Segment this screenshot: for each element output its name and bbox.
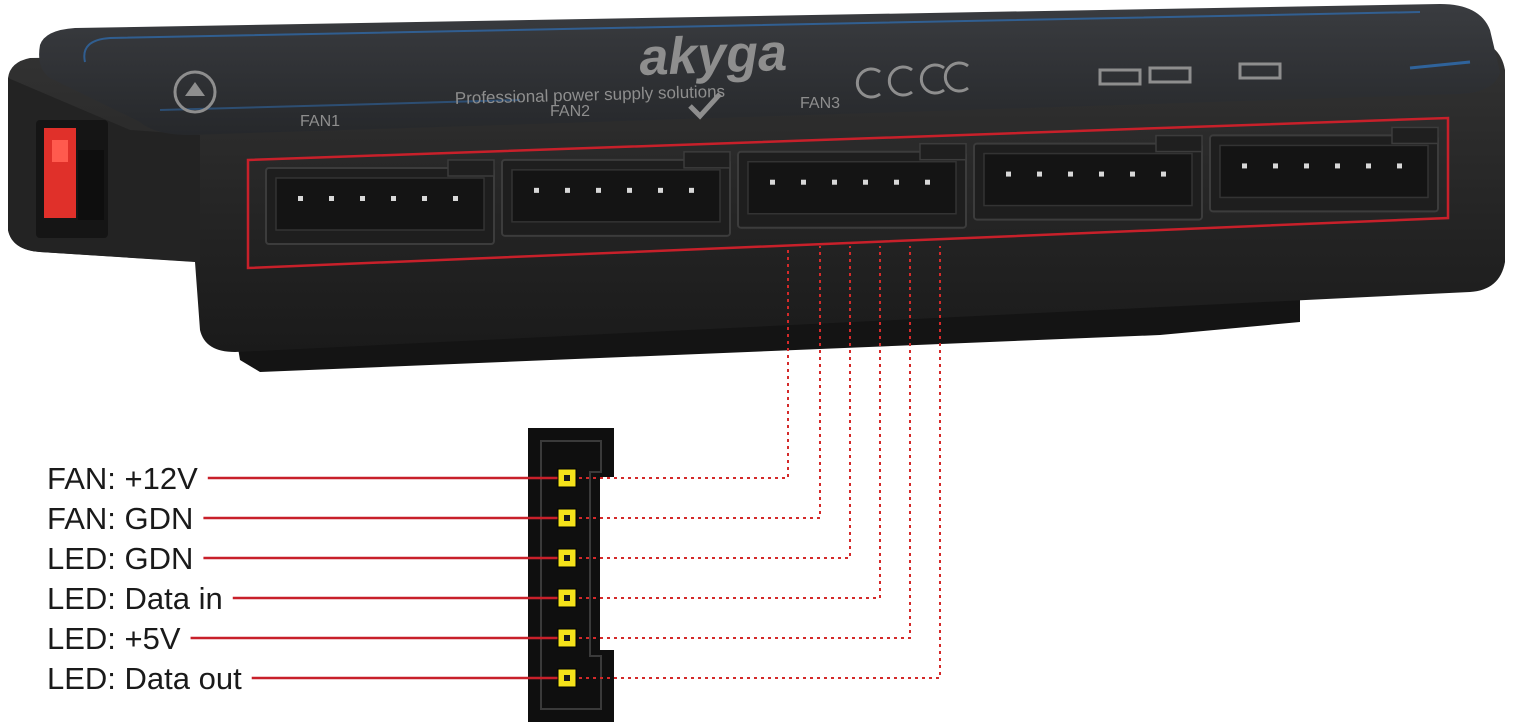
- pinout-connector-face: [528, 428, 614, 722]
- connector-pin: [360, 196, 365, 201]
- pin-label: LED: Data in: [47, 581, 223, 616]
- pin-row: LED: GDN: [47, 246, 851, 576]
- connector-pin: [1335, 163, 1340, 169]
- connector-pin: [1304, 163, 1309, 169]
- connector-pin: [801, 179, 806, 185]
- connector-pin: [925, 179, 930, 185]
- fan-connectors: [265, 126, 1439, 245]
- connector-pin: [1161, 171, 1166, 177]
- pin-label: FAN: GDN: [47, 501, 193, 536]
- connector-pin: [1037, 171, 1042, 177]
- power-input-connector: [36, 120, 108, 238]
- connector-pin: [832, 179, 837, 185]
- connector-pin: [329, 196, 334, 201]
- connector-pin: [770, 179, 775, 185]
- fan-connector: [737, 142, 967, 229]
- pinout-rows: FAN: +12V FAN: GDN LED: GDN LED: Data in LED…: [47, 246, 941, 696]
- connector-pin: [1130, 171, 1135, 177]
- fan-connector: [1209, 126, 1439, 213]
- port-label-3: FAN3: [800, 95, 840, 112]
- connector-pin: [565, 187, 570, 193]
- connector-pin: [658, 187, 663, 193]
- fan-connector: [973, 134, 1203, 221]
- top-panel-accent: [159, 99, 521, 111]
- fan-hub-device: akyga Professional power supply solution…: [8, 4, 1505, 372]
- pin-label: LED: +5V: [47, 621, 181, 656]
- connector-pin: [1366, 163, 1371, 169]
- pin-label: FAN: +12V: [47, 461, 198, 496]
- dotted-connection: [579, 246, 941, 679]
- connector-pin: [1242, 163, 1247, 169]
- connector-pin: [894, 179, 899, 185]
- fan-connector: [501, 151, 731, 237]
- port-label-2: FAN2: [550, 103, 590, 120]
- recycle-icon: [173, 70, 217, 114]
- brand-logo: akyga: [638, 24, 787, 87]
- pinout-connector-inner: [540, 440, 602, 710]
- connector-pin: [534, 187, 539, 193]
- pin-label: LED: Data out: [47, 661, 242, 696]
- highlight-box: [246, 116, 1450, 270]
- dotted-connection: [579, 246, 851, 559]
- connector-pin: [1273, 163, 1278, 169]
- connector-pin: [422, 196, 427, 201]
- connector-pin: [1006, 171, 1011, 177]
- connector-pin: [596, 187, 601, 193]
- connector-pin: [1397, 163, 1402, 169]
- connector-pin: [1099, 171, 1104, 177]
- dotted-connection: [579, 246, 911, 639]
- pin-row: FAN: +12V: [47, 246, 789, 496]
- connector-pin: [298, 196, 303, 201]
- pin-row: LED: Data in: [47, 246, 881, 616]
- checkmark-icon: [688, 92, 722, 120]
- certification-marks: [855, 61, 1282, 99]
- connector-pin: [1068, 171, 1073, 177]
- connector-pin: [391, 196, 396, 201]
- pin-row: LED: Data out: [47, 246, 941, 696]
- pin-row: FAN: GDN: [47, 246, 821, 536]
- pin-label: LED: GDN: [47, 541, 193, 576]
- top-panel-accent: [1409, 60, 1471, 70]
- port-label-1: FAN1: [300, 113, 340, 130]
- fan-connector: [265, 159, 495, 245]
- pinout-key: FAN: +12V FAN: GDN LED: GDN LED: Data in LED…: [47, 246, 941, 722]
- port-labels: FAN1 FAN2 FAN3: [300, 95, 840, 130]
- dotted-connection: [579, 246, 821, 519]
- pin-row: LED: +5V: [47, 246, 911, 656]
- connector-pin: [863, 179, 868, 185]
- connector-pin: [689, 187, 694, 193]
- dotted-connection: [579, 246, 881, 599]
- connector-pin: [453, 196, 458, 201]
- connector-pin: [627, 187, 632, 193]
- top-panel-accent: [83, 11, 1421, 63]
